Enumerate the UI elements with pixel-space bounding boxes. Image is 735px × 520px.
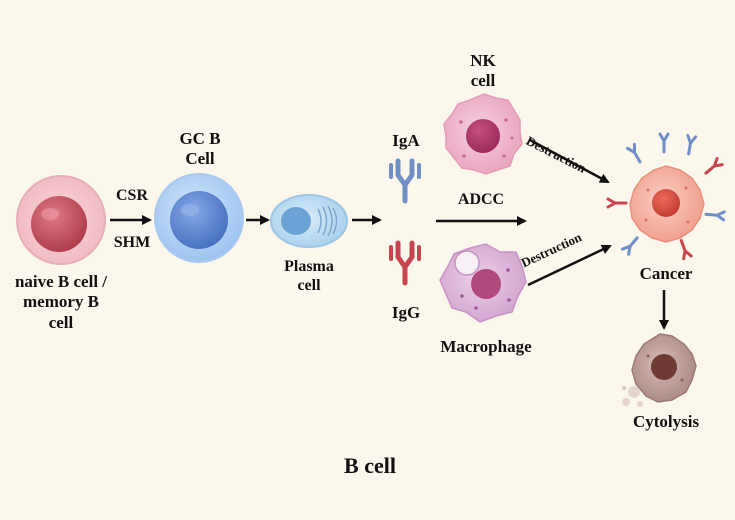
cancer-label: Cancer — [639, 264, 693, 283]
adcc-label: ADCC — [457, 191, 505, 208]
cancer-cell — [629, 165, 705, 243]
macrophage-label: Macrophage — [440, 337, 532, 356]
nk-destruction-arrow — [529, 138, 610, 184]
shm-label: SHM — [113, 234, 151, 251]
igg-label: IgG — [391, 303, 421, 322]
cytolysis-label: Cytolysis — [632, 412, 700, 431]
iga-label: IgA — [392, 131, 420, 150]
csr-label: CSR — [115, 187, 148, 204]
gc-b-cell-label: GC B Cell — [179, 129, 221, 169]
macrophage-cell — [439, 243, 527, 323]
iga-antibody-icon — [391, 161, 419, 201]
naive-b-cell — [16, 175, 106, 265]
naive-b-cell-label: naive B cell / memory B cell — [14, 272, 108, 332]
diagram-title: B cell — [344, 453, 396, 478]
igg-antibody-icon — [391, 243, 419, 283]
nk-cell-label: NK cell — [470, 51, 496, 91]
gc-b-cell — [154, 173, 244, 263]
nk-cell — [443, 93, 523, 175]
plasma-cell — [270, 194, 348, 248]
macrophage-destruction-arrow — [527, 244, 612, 287]
plasma-cell-label: Plasma cell — [284, 258, 334, 295]
cytolysis-cell — [622, 333, 697, 407]
